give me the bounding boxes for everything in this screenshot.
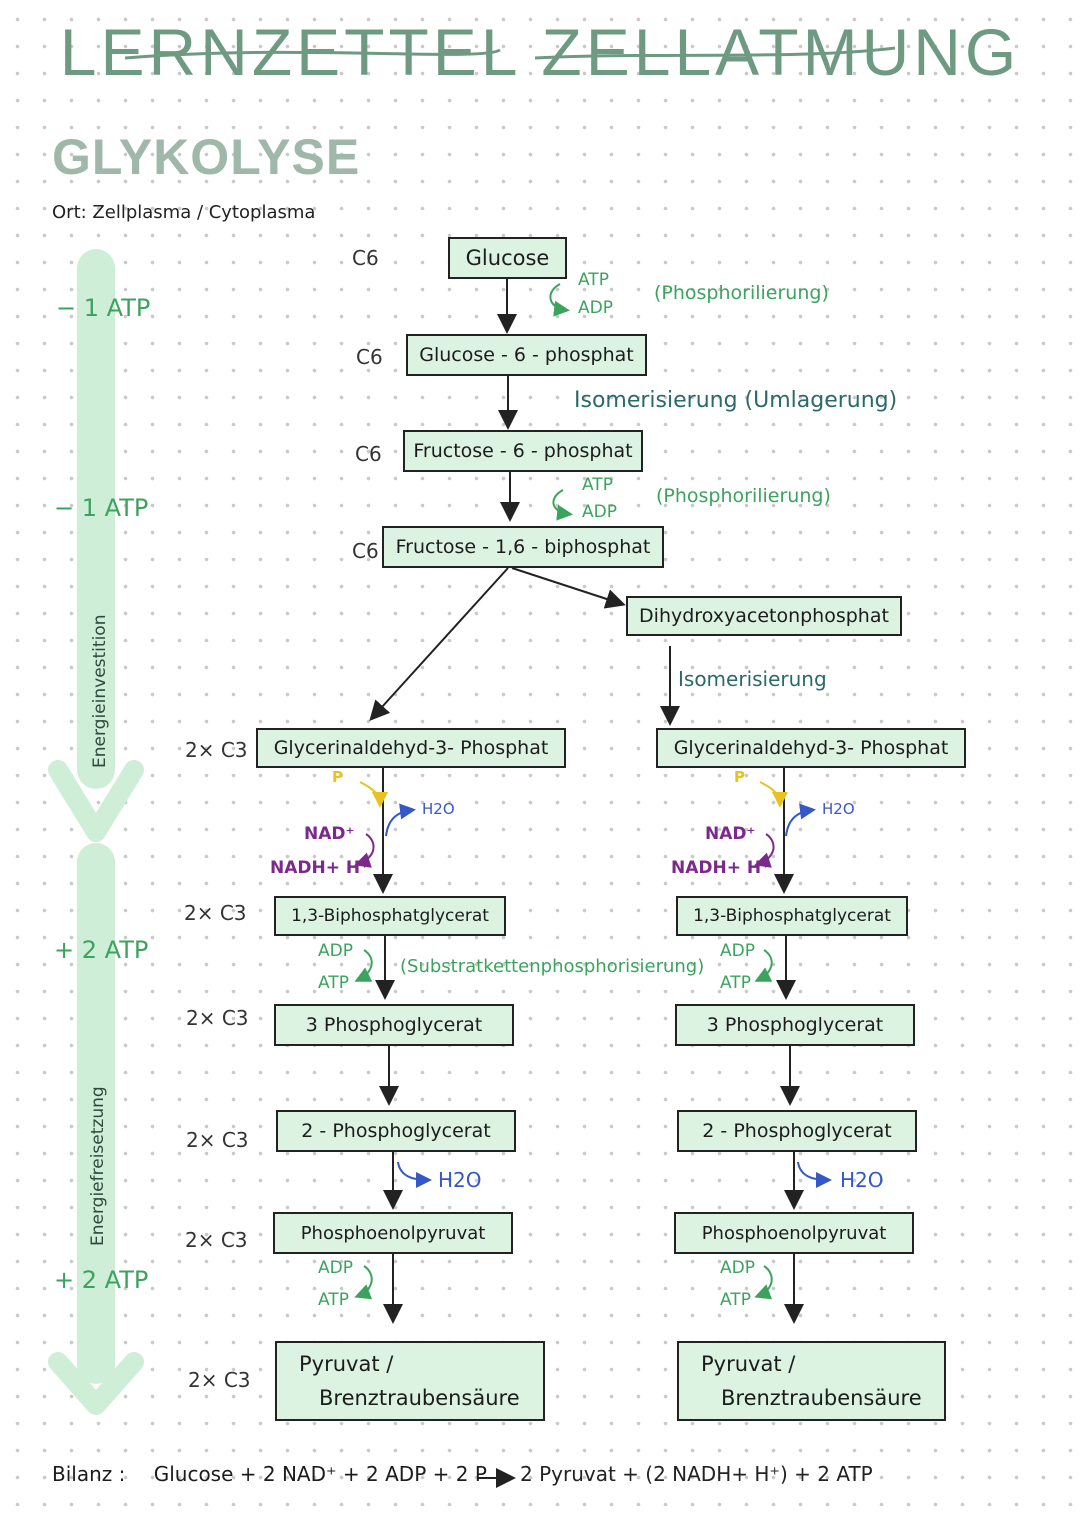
atp-label: ATP bbox=[582, 475, 613, 495]
carbon-label: C6 bbox=[356, 345, 383, 369]
box-bpg-left: 1,3-Biphosphatglycerat bbox=[274, 896, 506, 936]
box-3pg-right: 3 Phosphoglycerat bbox=[675, 1004, 915, 1046]
carbon-label: 2× C3 bbox=[185, 1228, 248, 1252]
atp-cost-1: − 1 ATP bbox=[56, 294, 151, 322]
phosphate-label: P bbox=[734, 768, 745, 786]
nad-label: NAD⁺ bbox=[304, 824, 355, 844]
adp-label: ADP bbox=[720, 941, 755, 961]
atp-label: ATP bbox=[720, 973, 751, 993]
location-note: Ort: Zellplasma / Cytoplasma bbox=[52, 202, 316, 223]
substrate-phosphorylation-note: (Substratkettenphosphorisierung) bbox=[400, 956, 705, 977]
phosphorilierung-note: (Phosphorilierung) bbox=[654, 282, 829, 304]
isomerisierung-note: Isomerisierung bbox=[678, 667, 827, 691]
carbon-label: 2× C3 bbox=[188, 1368, 251, 1392]
atp-label: ATP bbox=[318, 973, 349, 993]
pyruvat-line-1: Pyruvat / bbox=[299, 1352, 394, 1376]
box-glucose-6-phosphat: Glucose - 6 - phosphat bbox=[406, 334, 647, 376]
atp-label: ATP bbox=[720, 1290, 751, 1310]
section-title: GLYKOLYSE bbox=[52, 129, 361, 185]
box-fructose-6-phosphat: Fructose - 6 - phosphat bbox=[403, 430, 643, 472]
phosphate-label: P bbox=[332, 768, 343, 786]
balance-label: Bilanz : bbox=[52, 1462, 126, 1486]
adp-label: ADP bbox=[318, 1258, 353, 1278]
pyruvat-line-1: Pyruvat / bbox=[701, 1352, 796, 1376]
box-3pg-left: 3 Phosphoglycerat bbox=[274, 1004, 514, 1046]
nadh-label: NADH+ H⁺ bbox=[270, 858, 370, 878]
atp-cost-2: − 1 ATP bbox=[54, 494, 149, 522]
balance-equation: Bilanz : Glucose + 2 NAD⁺ + 2 ADP + 2 P bbox=[52, 1462, 487, 1486]
isomerisierung-note: Isomerisierung (Umlagerung) bbox=[574, 388, 898, 413]
carbon-label: 2× C3 bbox=[184, 901, 247, 925]
box-pyruvat-right: Pyruvat / Brenztraubensäure bbox=[677, 1341, 946, 1421]
h2o-label: H2O bbox=[422, 800, 455, 818]
box-2pg-right: 2 - Phosphoglycerat bbox=[677, 1110, 917, 1152]
box-fructose-bisphosphat: Fructose - 1,6 - biphosphat bbox=[382, 526, 664, 568]
atp-gain-2: + 2 ATP bbox=[54, 1266, 149, 1294]
box-g3p-right: Glycerinaldehyd-3- Phosphat bbox=[656, 728, 966, 768]
box-bpg-right: 1,3-Biphosphatglycerat bbox=[676, 896, 908, 936]
atp-gain-1: + 2 ATP bbox=[54, 936, 149, 964]
box-pep-left: Phosphoenolpyruvat bbox=[273, 1212, 513, 1254]
adp-label: ADP bbox=[578, 298, 613, 318]
nad-label: NAD⁺ bbox=[705, 824, 756, 844]
adp-label: ADP bbox=[720, 1258, 755, 1278]
title-strikethrough bbox=[124, 46, 896, 60]
atp-label: ATP bbox=[318, 1290, 349, 1310]
phosphorilierung-note: (Phosphorilierung) bbox=[656, 485, 831, 507]
balance-left: Glucose + 2 NAD⁺ + 2 ADP + 2 P bbox=[153, 1462, 487, 1486]
h2o-label: H2O bbox=[438, 1168, 482, 1192]
carbon-label: C6 bbox=[355, 442, 382, 466]
side-arrows bbox=[48, 249, 144, 1415]
box-pep-right: Phosphoenolpyruvat bbox=[674, 1212, 914, 1254]
pyruvat-line-2: Brenztraubensäure bbox=[319, 1386, 520, 1410]
carbon-label: 2× C3 bbox=[186, 1128, 249, 1152]
adp-label: ADP bbox=[318, 941, 353, 961]
box-pyruvat-left: Pyruvat / Brenztraubensäure bbox=[275, 1341, 545, 1421]
box-dhap: Dihydroxyacetonphosphat bbox=[626, 596, 902, 636]
box-g3p-left: Glycerinaldehyd-3- Phosphat bbox=[256, 728, 566, 768]
adp-label: ADP bbox=[582, 502, 617, 522]
box-glucose: Glucose bbox=[448, 237, 567, 279]
carbon-label: C6 bbox=[352, 539, 379, 563]
carbon-label: 2× C3 bbox=[186, 1006, 249, 1030]
atp-label: ATP bbox=[578, 270, 609, 290]
box-2pg-left: 2 - Phosphoglycerat bbox=[276, 1110, 516, 1152]
balance-right: 2 Pyruvat + (2 NADH+ H⁺) + 2 ATP bbox=[520, 1462, 873, 1486]
nadh-label: NADH+ H⁺ bbox=[671, 858, 771, 878]
carbon-label: C6 bbox=[352, 246, 379, 270]
pyruvat-line-2: Brenztraubensäure bbox=[721, 1386, 922, 1410]
h2o-label: H2O bbox=[840, 1168, 884, 1192]
carbon-label: 2× C3 bbox=[185, 738, 248, 762]
h2o-label: H2O bbox=[822, 800, 855, 818]
